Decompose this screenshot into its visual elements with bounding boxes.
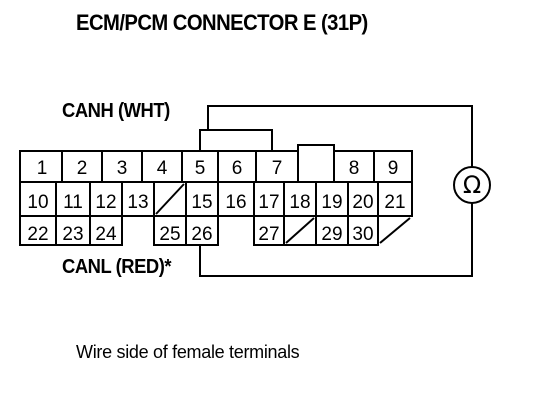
canh-label: CANH (WHT)	[62, 100, 170, 122]
terminal-16: 16	[225, 192, 246, 213]
ohmmeter-circle	[453, 166, 491, 204]
terminal-23: 23	[62, 224, 83, 245]
terminal-10: 10	[27, 192, 48, 213]
terminal-13: 13	[127, 192, 148, 213]
terminal-25: 25	[159, 224, 180, 245]
terminal-24: 24	[95, 224, 117, 245]
terminal-4: 4	[157, 158, 168, 179]
terminal-29: 29	[321, 224, 342, 245]
diagram-caption: Wire side of female terminals	[76, 342, 300, 362]
terminal-21: 21	[384, 192, 405, 213]
terminal-7: 7	[272, 158, 283, 179]
unused-terminal-31	[379, 217, 411, 244]
terminal-5: 5	[195, 158, 206, 179]
terminal-15: 15	[191, 192, 212, 213]
canh-bracket	[199, 129, 273, 151]
terminal-19: 19	[321, 192, 342, 213]
terminal-22: 22	[27, 224, 48, 245]
terminal-12: 12	[95, 192, 116, 213]
unused-terminal-28	[285, 217, 315, 244]
diagram-title: ECM/PCM CONNECTOR E (31P)	[76, 10, 368, 35]
terminal-30: 30	[352, 224, 373, 245]
terminal-20: 20	[352, 192, 373, 213]
terminal-6: 6	[232, 158, 243, 179]
canl-wire	[199, 203, 473, 277]
canh-wire	[207, 105, 473, 167]
terminal-18: 18	[289, 192, 310, 213]
terminal-1: 1	[37, 158, 48, 179]
terminal-26: 26	[191, 224, 212, 245]
terminal-9: 9	[388, 158, 399, 179]
terminal-3: 3	[117, 158, 128, 179]
terminal-27: 27	[258, 224, 279, 245]
ohm-symbol: Ω	[463, 171, 481, 199]
canl-label: CANL (RED)*	[62, 256, 172, 278]
terminal-11: 11	[63, 192, 83, 213]
terminal-2: 2	[77, 158, 88, 179]
terminal-8: 8	[349, 158, 360, 179]
unused-terminal-14	[155, 183, 185, 215]
terminal-17: 17	[258, 192, 279, 213]
